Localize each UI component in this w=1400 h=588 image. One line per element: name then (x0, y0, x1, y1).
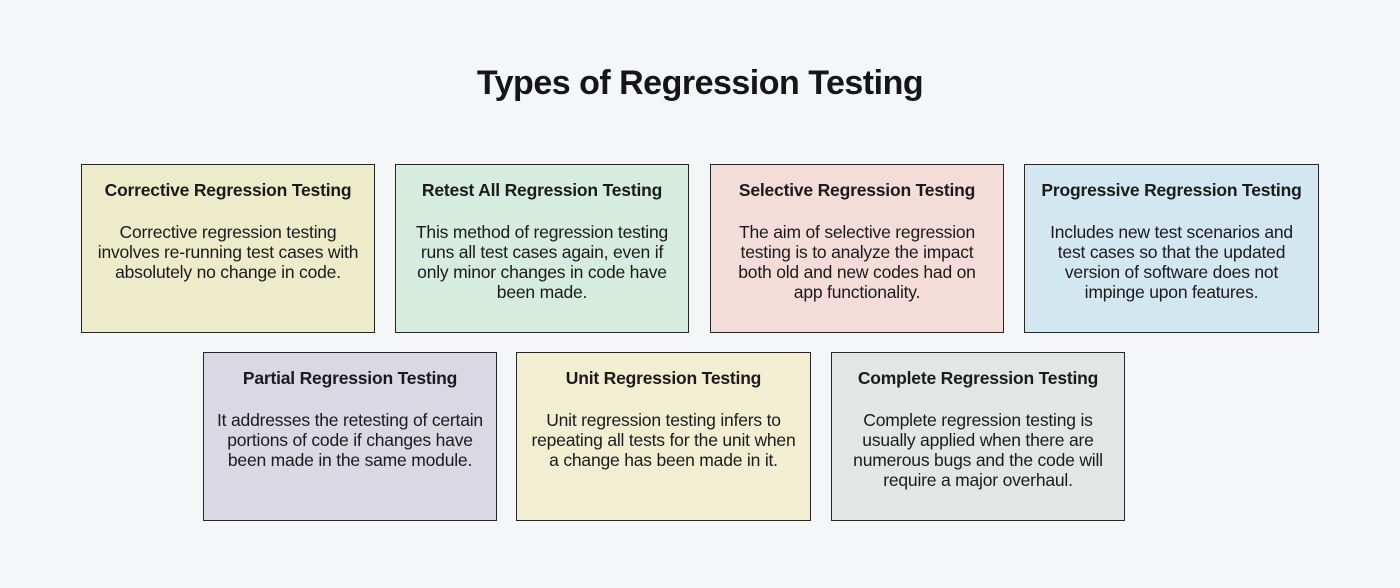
card-title: Partial Regression Testing (242, 368, 458, 388)
card-body: This method of regression testing runs a… (415, 222, 669, 302)
card-body: Unit regression testing infers to repeat… (531, 410, 796, 470)
card-body: It addresses the retesting of certain po… (217, 410, 483, 470)
card-body: Corrective regression testing involves r… (97, 222, 359, 282)
page-title: Types of Regression Testing (476, 64, 924, 102)
card-partial-regression-testing: Partial Regression Testing It addresses … (203, 352, 497, 521)
card-unit-regression-testing: Unit Regression Testing Unit regression … (516, 352, 811, 521)
card-body: Complete regression testing is usually a… (853, 410, 1103, 490)
card-title: Corrective Regression Testing (104, 180, 352, 200)
card-selective-regression-testing: Selective Regression Testing The aim of … (710, 164, 1004, 333)
card-title: Unit Regression Testing (565, 368, 762, 388)
card-body: Includes new test scenarios and test cas… (1050, 222, 1293, 302)
card-progressive-regression-testing: Progressive Regression Testing Includes … (1024, 164, 1319, 333)
card-retest-all-regression-testing: Retest All Regression Testing This metho… (395, 164, 689, 333)
card-body: The aim of selective regression testing … (738, 222, 976, 302)
card-corrective-regression-testing: Corrective Regression Testing Corrective… (81, 164, 375, 333)
card-title: Selective Regression Testing (738, 180, 976, 200)
card-title: Complete Regression Testing (857, 368, 1099, 388)
card-complete-regression-testing: Complete Regression Testing Complete reg… (831, 352, 1125, 521)
card-title: Retest All Regression Testing (421, 180, 663, 200)
card-title: Progressive Regression Testing (1041, 180, 1302, 200)
